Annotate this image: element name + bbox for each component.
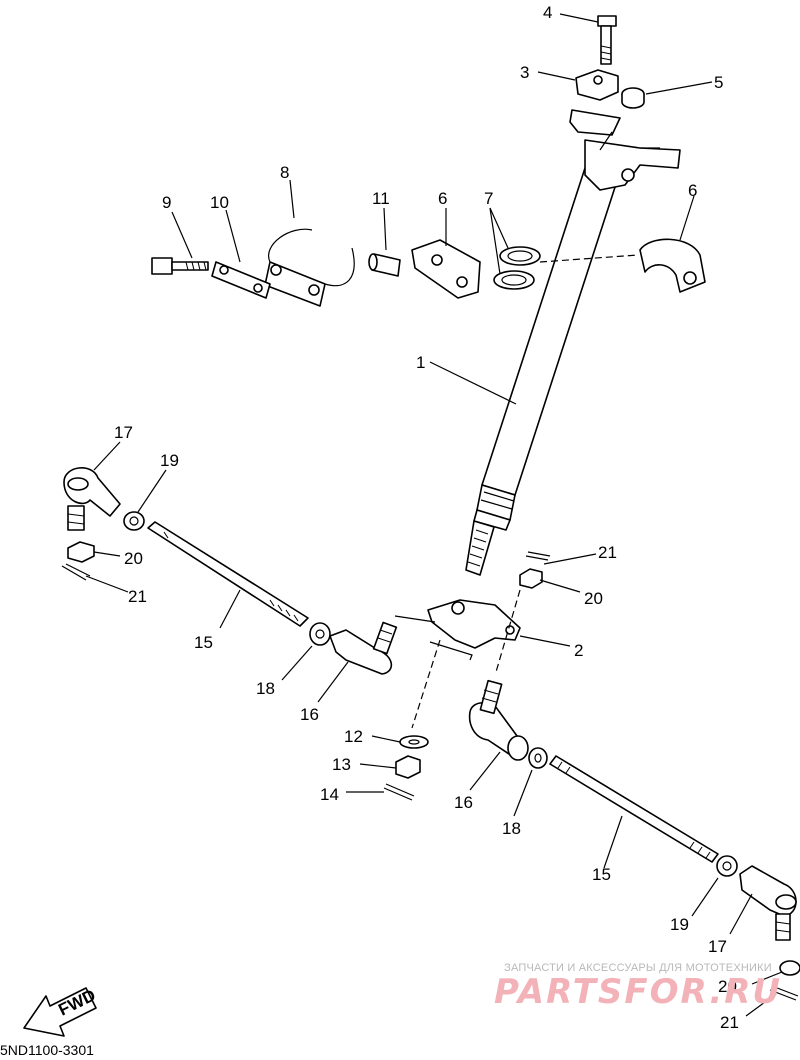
arm-axis-line-2 bbox=[411, 639, 441, 729]
callout-20-mid: 20 bbox=[584, 589, 603, 608]
pitman-arm-2 bbox=[427, 599, 521, 649]
tie-rod-15-left bbox=[147, 521, 309, 627]
bushing-7-upper bbox=[499, 246, 541, 266]
washer-12 bbox=[399, 735, 429, 749]
callout-4: 4 bbox=[543, 3, 552, 22]
bracket-lines bbox=[394, 615, 473, 661]
collar-11 bbox=[368, 253, 401, 277]
callout-5: 5 bbox=[714, 73, 723, 92]
callout-14: 14 bbox=[320, 785, 339, 804]
callout-15-left: 15 bbox=[194, 633, 213, 652]
callout-10: 10 bbox=[210, 193, 229, 212]
tie-rod-end-16-right bbox=[468, 679, 529, 761]
fwd-arrow-icon: FWD bbox=[23, 986, 99, 1037]
arm-axis-line bbox=[495, 589, 521, 673]
callout-1: 1 bbox=[416, 353, 425, 372]
upper-clamp bbox=[575, 69, 619, 101]
callout-9: 9 bbox=[162, 193, 171, 212]
holder-6-left bbox=[411, 239, 481, 299]
nut-20-right bbox=[779, 960, 800, 976]
nut-18-left bbox=[309, 622, 331, 646]
cotter-pin-21-right bbox=[769, 985, 799, 1001]
callout-7: 7 bbox=[484, 189, 493, 208]
cotter-pin-21-mid bbox=[525, 551, 551, 561]
bushing-7-lower bbox=[493, 270, 535, 290]
tie-rod-end-17-right bbox=[739, 865, 797, 941]
callout-19-left: 19 bbox=[160, 451, 179, 470]
callout-2: 2 bbox=[574, 641, 583, 660]
bolt-9 bbox=[151, 257, 209, 275]
callout-20-left: 20 bbox=[124, 549, 143, 568]
callout-3: 3 bbox=[520, 63, 529, 82]
nut-19-left bbox=[123, 511, 145, 531]
callout-15-right: 15 bbox=[592, 865, 611, 884]
callout-13: 13 bbox=[332, 755, 351, 774]
callout-21-right: 21 bbox=[720, 1013, 739, 1032]
cotter-pin-21-left bbox=[61, 563, 91, 581]
callout-18-left: 18 bbox=[256, 679, 275, 698]
holder-6-right bbox=[639, 238, 706, 293]
callout-19-right: 19 bbox=[670, 915, 689, 934]
callout-12: 12 bbox=[344, 727, 363, 746]
cotter-pin-14 bbox=[383, 783, 415, 801]
tie-rod-end-16-left bbox=[329, 621, 398, 675]
callout-8: 8 bbox=[280, 163, 289, 182]
callout-17-right: 17 bbox=[708, 937, 727, 956]
callout-18-right: 18 bbox=[502, 819, 521, 838]
alignment-line bbox=[539, 254, 639, 263]
callout-16-right: 16 bbox=[454, 793, 473, 812]
callout-17-left: 17 bbox=[114, 423, 133, 442]
collar-5 bbox=[621, 87, 645, 109]
nut-18-right bbox=[528, 747, 548, 769]
nut-13 bbox=[395, 755, 421, 779]
diagram-code: 5ND1100-3301 bbox=[0, 1042, 94, 1058]
callout-21-mid: 21 bbox=[598, 543, 617, 562]
callout-6-left: 6 bbox=[438, 189, 447, 208]
callout-6-right: 6 bbox=[688, 181, 697, 200]
nut-19-right bbox=[716, 855, 738, 877]
callout-21-left: 21 bbox=[128, 587, 147, 606]
nut-20-mid bbox=[519, 568, 543, 589]
callout-11: 11 bbox=[372, 189, 390, 208]
tie-rod-15-right bbox=[549, 755, 719, 863]
callout-numbers: 4 3 5 8 9 10 11 6 7 6 1 17 19 21 20 20 2… bbox=[114, 3, 739, 1032]
tie-rod-end-17-left bbox=[63, 467, 121, 531]
callout-20-right: 20 bbox=[718, 977, 737, 996]
steering-column bbox=[465, 109, 681, 576]
clip-plate-8 bbox=[264, 228, 355, 307]
bolt-4 bbox=[597, 15, 617, 65]
callout-16-left: 16 bbox=[300, 705, 319, 724]
nut-20-left bbox=[67, 541, 95, 563]
leader-lines bbox=[85, 13, 783, 1017]
lock-washer-10 bbox=[211, 261, 271, 299]
